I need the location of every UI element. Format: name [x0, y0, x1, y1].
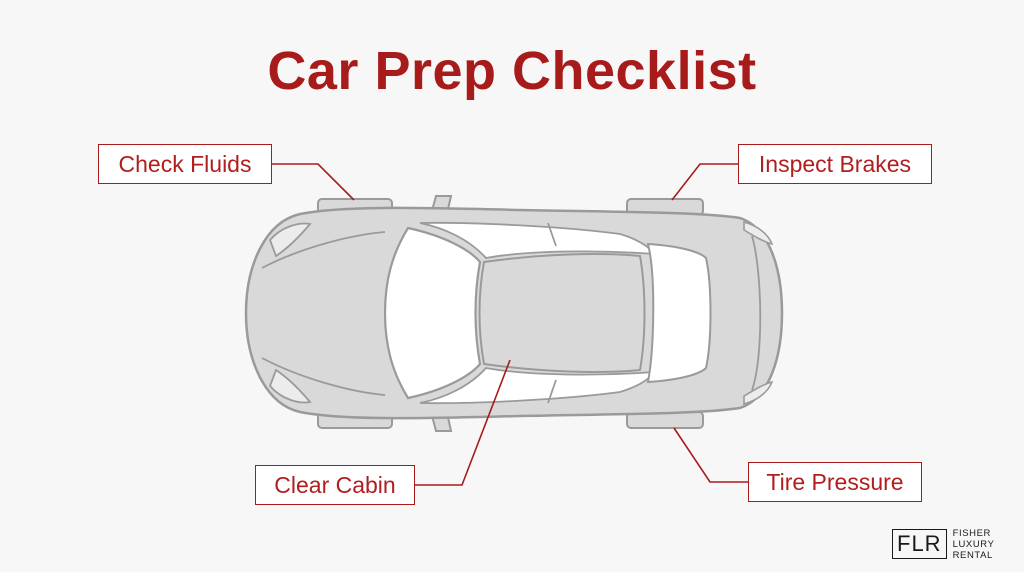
headlight-left [268, 222, 312, 258]
logo-line-3: RENTAL [952, 549, 993, 561]
label-tire-pressure: Tire Pressure [748, 462, 922, 502]
door-pillar-bottom [547, 379, 557, 404]
label-inspect-brakes: Inspect Brakes [738, 144, 932, 184]
leader-check-fluids [272, 163, 355, 201]
leader-inspect-brakes [671, 163, 738, 201]
roof [478, 253, 646, 373]
trunk-line [751, 235, 762, 391]
label-clear-cabin: Clear Cabin [255, 465, 415, 505]
logo-mark: FLR [892, 529, 947, 559]
logo-line-2: LUXURY [952, 538, 995, 550]
taillight-left [743, 220, 774, 246]
page-title: Car Prep Checklist [267, 41, 757, 101]
hood-line-left [261, 231, 386, 269]
logo-line-1: FISHER [952, 527, 991, 539]
leader-tire-pressure [673, 427, 748, 483]
leader-clear-cabin [415, 359, 511, 486]
logo-wordmark: FISHER LUXURY RENTAL [953, 528, 995, 561]
label-check-fluids: Check Fluids [98, 144, 272, 184]
headlight-right [268, 368, 312, 404]
brand-logo: FLR FISHER LUXURY RENTAL [892, 527, 995, 561]
windshield [383, 226, 482, 400]
rear-window [646, 242, 712, 384]
taillight-right [743, 380, 774, 406]
door-pillar-top [547, 222, 557, 247]
hood-line-right [261, 357, 386, 396]
